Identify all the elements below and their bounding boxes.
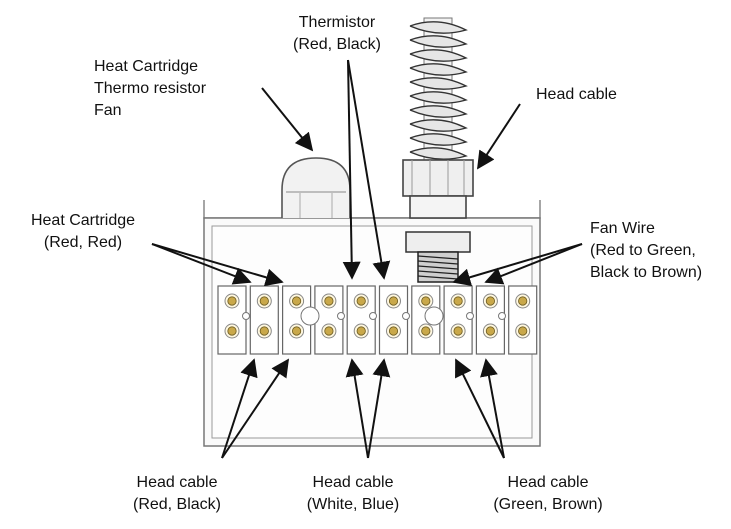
terminal-block [217,285,538,355]
label-head-cable-green-brown: Head cable (Green, Brown) [493,474,603,513]
terminal-screw [259,326,269,336]
arrow-head-cable-green-brown-2 [480,358,505,459]
terminal-screw [356,296,366,306]
mounting-hole [424,306,444,326]
terminal-screw [324,326,334,336]
mounting-hole [300,306,320,326]
terminal-screw [485,326,495,336]
spring-coil [409,105,468,118]
callout-arrows [151,59,583,459]
head-cable-spring [402,17,474,219]
label-heat-cartridge: Heat Cartridge (Red, Red) [30,212,136,251]
terminal-screw [227,296,237,306]
spring-coil [409,119,468,132]
arrow-head-cable-green-brown-1 [455,358,505,459]
arrow-head-cable-white-blue-2 [367,358,391,459]
terminal-screw [356,326,366,336]
terminal-screw [453,326,463,336]
spring-coil [409,63,468,76]
terminal-screw [421,296,431,306]
label-fan-wire: Fan Wire (Red to Green, Black to Brown) [590,220,703,281]
spring-coil [409,21,468,34]
spring-coil [409,91,468,104]
arrow-fan-wire-1 [452,243,583,287]
arrow-heat-cartridge-1 [151,243,252,285]
arrow-head-cable-red-black-1 [221,358,258,459]
terminal-screw [259,296,269,306]
fan-wire-gland [405,231,471,283]
spring-coil [409,35,468,48]
terminal-screw [291,296,302,306]
spring-coil [409,77,468,90]
terminal-screw [518,296,528,306]
spring-coil [409,133,468,146]
label-head-cable-red-black: Head cable (Red, Black) [132,474,222,513]
arrow-fan-wire-2 [484,243,583,285]
arrow-head-cable-white-blue-1 [345,358,369,459]
mounting-hole [402,312,410,320]
mounting-hole [466,312,474,320]
mounting-hole [242,312,250,320]
spring-coil [409,147,468,160]
terminal-screw [388,326,399,336]
terminal-screw [324,296,334,306]
arrow-thermistor-1 [342,59,361,280]
label-head-cable-top: Head cable [536,86,617,103]
terminal-screw [421,326,431,336]
heat-cartridge-dome [281,157,351,218]
arrow-head-cable-red-black-2 [221,358,290,459]
arrow-head-cable-top [477,103,521,170]
terminal-screw [388,296,399,306]
terminal-screw [518,326,528,336]
mounting-hole [498,312,506,320]
arrow-heat-group [261,87,314,152]
label-thermistor: Thermistor (Red, Black) [292,14,382,53]
label-heat-group: Heat Cartridge Thermo resistor Fan [94,58,207,119]
label-head-cable-white-blue: Head cable (White, Blue) [306,474,400,513]
spring-coil [409,49,468,62]
mounting-hole [337,312,345,320]
arrow-thermistor-2 [347,59,391,280]
arrow-heat-cartridge-2 [151,243,284,287]
terminal-screw [291,326,302,336]
terminal-screw [485,296,495,306]
terminal-screw [227,326,237,336]
mounting-hole [369,312,377,320]
terminal-screw [453,296,463,306]
